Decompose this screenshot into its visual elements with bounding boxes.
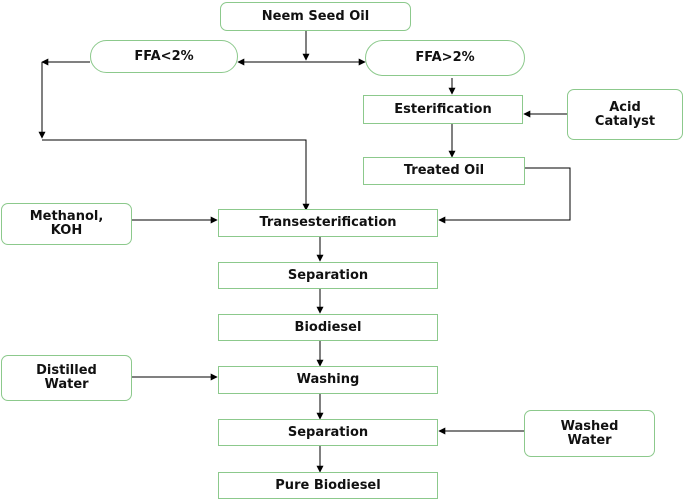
node-ffa-high: FFA>2% (365, 40, 525, 76)
node-treated-oil-label: Treated Oil (403, 163, 485, 178)
node-methanol-line1: Methanol, (29, 209, 104, 224)
node-ffa-low: FFA<2% (90, 40, 238, 73)
node-transesterification: Transesterification (218, 209, 438, 237)
node-acid-catalyst-line1: Acid (609, 99, 641, 115)
node-esterification-label: Esterification (394, 101, 492, 117)
node-washed-water: Washed Water (524, 410, 655, 457)
node-separation-2-label: Separation (287, 424, 369, 440)
arrow-treated-oil-to-transesterification (438, 167, 571, 224)
node-washed-water-line2: Water (567, 432, 612, 448)
node-distilled-water-line2: Water (44, 377, 89, 392)
node-acid-catalyst: Acid Catalyst (567, 89, 683, 140)
node-pure-biodiesel-label: Pure Biodiesel (275, 477, 381, 493)
node-ffa-high-label: FFA>2% (415, 50, 475, 65)
node-distilled-water: Distilled Water (1, 355, 132, 401)
node-treated-oil: Treated Oil (363, 157, 525, 185)
node-transesterification-label: Transesterification (259, 215, 397, 230)
node-distilled-water-line1: Distilled (36, 363, 97, 378)
node-pure-biodiesel: Pure Biodiesel (218, 472, 438, 499)
node-ffa-low-label: FFA<2% (134, 48, 194, 64)
node-biodiesel-label: Biodiesel (294, 319, 362, 335)
node-separation-2: Separation (218, 419, 438, 446)
node-neem-seed-oil-label: Neem Seed Oil (261, 8, 370, 24)
node-separation-1: Separation (218, 262, 438, 289)
node-washed-water-line1: Washed (560, 418, 619, 434)
node-separation-1-label: Separation (287, 267, 369, 283)
node-neem-seed-oil: Neem Seed Oil (220, 2, 411, 31)
node-washing-label: Washing (296, 372, 360, 387)
node-acid-catalyst-line2: Catalyst (594, 113, 656, 129)
node-esterification: Esterification (363, 95, 523, 124)
node-washing: Washing (218, 366, 438, 394)
line-left-across (42, 139, 310, 211)
node-methanol-koh: Methanol, KOH (1, 203, 132, 245)
node-methanol-line2: KOH (50, 223, 83, 238)
node-biodiesel: Biodiesel (218, 314, 438, 341)
